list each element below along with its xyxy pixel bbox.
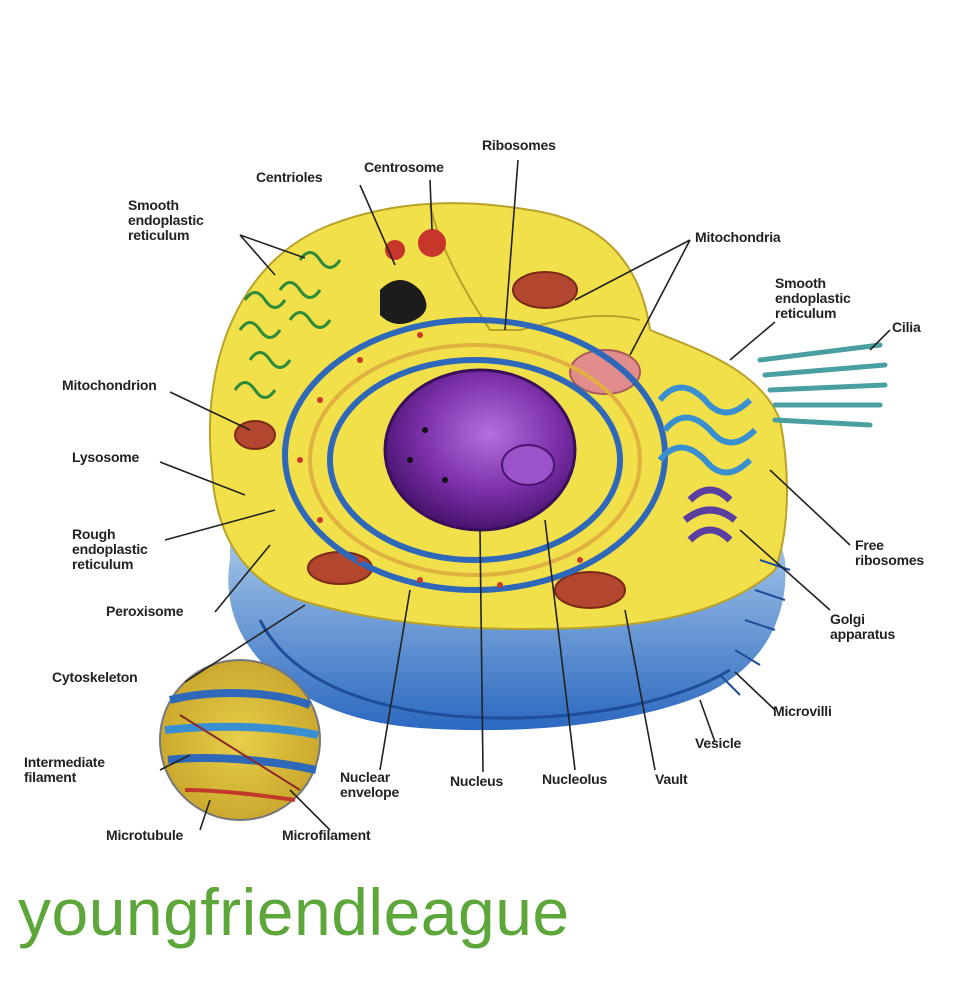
label-microtubule: Microtubule (106, 827, 184, 843)
label-microvilli: Microvilli (773, 703, 832, 719)
watermark-text: youngfriendleague (18, 875, 570, 949)
label-free-ribosomes: Free ribosomes (855, 537, 924, 568)
smooth-er-right (657, 384, 758, 476)
cytoskeleton-inset (159, 659, 321, 821)
label-lysosome: Lysosome (72, 449, 140, 465)
label-centrioles: Centrioles (256, 169, 323, 185)
label-mitochondria: Mitochondria (695, 229, 781, 245)
label-intermediate-filament: Intermediate filament (24, 754, 105, 785)
label-peroxisome: Peroxisome (106, 603, 184, 619)
label-cytoskeleton: Cytoskeleton (52, 669, 138, 685)
cell-membrane-lower (258, 619, 731, 720)
golgi-apparatus (682, 486, 738, 543)
leader-lines (159, 159, 891, 831)
label-rough-er: Rough endoplastic reticulum (72, 526, 148, 572)
label-microfilament: Microfilament (282, 827, 371, 843)
label-nucleus: Nucleus (450, 773, 504, 789)
smooth-er-left (233, 251, 342, 399)
label-vesicle: Vesicle (695, 735, 742, 751)
er-ribosomes (297, 332, 583, 588)
label-nuclear-envelope: Nuclear envelope (340, 769, 400, 800)
cilia (757, 342, 888, 428)
label-smooth-er-right: Smooth endoplastic reticulum (775, 275, 851, 321)
label-cilia: Cilia (892, 319, 921, 335)
label-nucleolus: Nucleolus (542, 771, 608, 787)
microvilli (719, 559, 791, 696)
label-vault: Vault (655, 771, 688, 787)
label-mitochondrion: Mitochondrion (62, 377, 157, 393)
centrioles (380, 280, 427, 324)
vesicle-top (569, 349, 641, 395)
label-centrosome: Centrosome (364, 159, 444, 175)
label-smooth-er-left: Smooth endoplastic reticulum (128, 197, 204, 243)
centrosome (418, 229, 446, 257)
nucleolus (501, 444, 555, 486)
label-ribosomes: Ribosomes (482, 137, 556, 153)
label-golgi: Golgi apparatus (830, 611, 896, 642)
